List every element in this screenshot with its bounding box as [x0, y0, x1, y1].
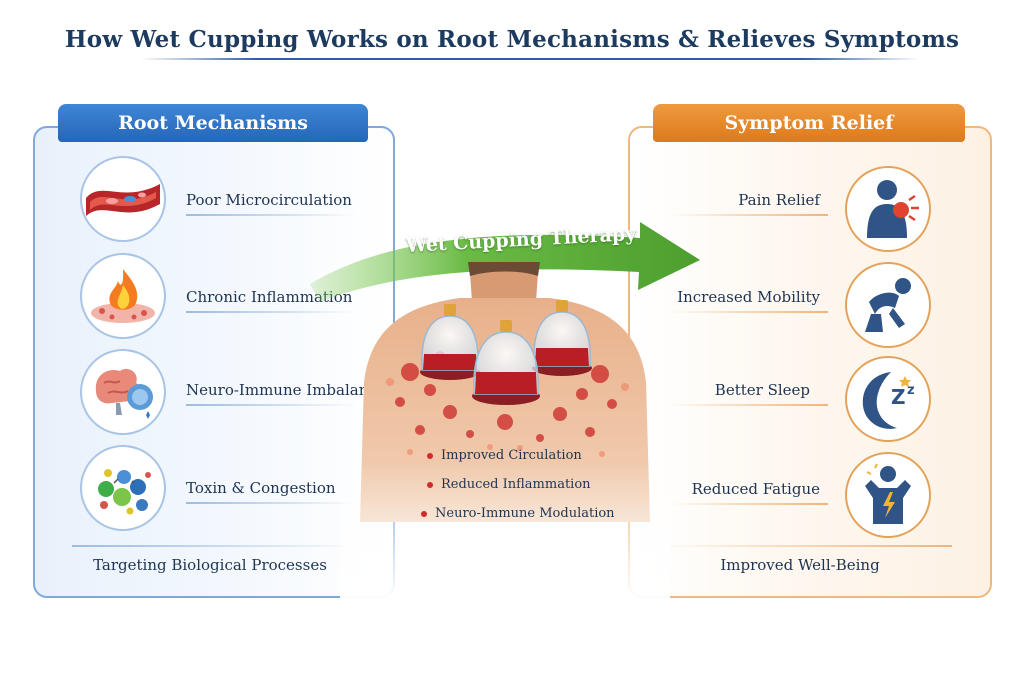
item-label-better-sleep: Better Sleep	[714, 381, 810, 399]
item-label-reduced-fatigue: Reduced Fatigue	[691, 480, 820, 498]
item-rule	[186, 502, 356, 504]
item-label-poor-microcirculation: Poor Microcirculation	[186, 191, 352, 209]
right-footer-rule	[662, 545, 952, 547]
item-rule	[668, 214, 828, 216]
red-dot-icon	[427, 452, 433, 459]
item-rule	[186, 214, 356, 216]
item-rule	[668, 311, 828, 313]
symptom-relief-heading: Symptom Relief	[653, 104, 965, 142]
energy-person-icon	[845, 452, 931, 538]
brain-immune-icon	[80, 349, 166, 435]
benefit-label: Improved Circulation	[441, 448, 582, 463]
item-label-increased-mobility: Increased Mobility	[677, 288, 820, 306]
stretching-person-icon	[845, 262, 931, 348]
benefit-item: Neuro-Immune Modulation	[421, 506, 643, 534]
item-rule	[186, 404, 356, 406]
item-rule	[668, 503, 828, 505]
benefit-label: Neuro-Immune Modulation	[435, 506, 615, 521]
svg-text:Z: Z	[891, 385, 906, 409]
item-rule	[668, 404, 828, 406]
benefit-item: Improved Circulation	[427, 448, 649, 476]
symptom-relief-panel	[628, 126, 992, 598]
root-mechanisms-heading: Root Mechanisms	[58, 104, 368, 142]
molecules-icon	[80, 445, 166, 531]
back-with-cups-illustration	[340, 262, 670, 602]
item-label-toxin-congestion: Toxin & Congestion	[186, 479, 336, 497]
left-footer-rule	[72, 545, 362, 547]
blood-vessel-icon	[80, 156, 166, 242]
item-label-neuro-immune-imbalance: Neuro-Immune Imbalance	[186, 381, 386, 399]
shoulder-pain-icon	[845, 166, 931, 252]
right-panel-footer: Improved Well-Being	[720, 556, 880, 574]
red-dot-icon	[421, 510, 427, 517]
title-underline	[140, 58, 920, 60]
benefit-item: Reduced Inflammation	[427, 477, 649, 505]
benefits-list: Improved Circulation Reduced Inflammatio…	[397, 440, 619, 536]
left-panel-footer: Targeting Biological Processes	[93, 556, 327, 574]
item-label-pain-relief: Pain Relief	[738, 191, 820, 209]
item-rule	[186, 311, 356, 313]
svg-text:z: z	[907, 383, 915, 398]
diagram-title: How Wet Cupping Works on Root Mechanisms…	[64, 26, 960, 53]
moon-sleep-icon: Z z	[845, 356, 931, 442]
item-label-chronic-inflammation: Chronic Inflammation	[186, 288, 353, 306]
benefit-label: Reduced Inflammation	[441, 477, 591, 492]
fire-inflammation-icon	[80, 253, 166, 339]
red-dot-icon	[427, 481, 433, 488]
